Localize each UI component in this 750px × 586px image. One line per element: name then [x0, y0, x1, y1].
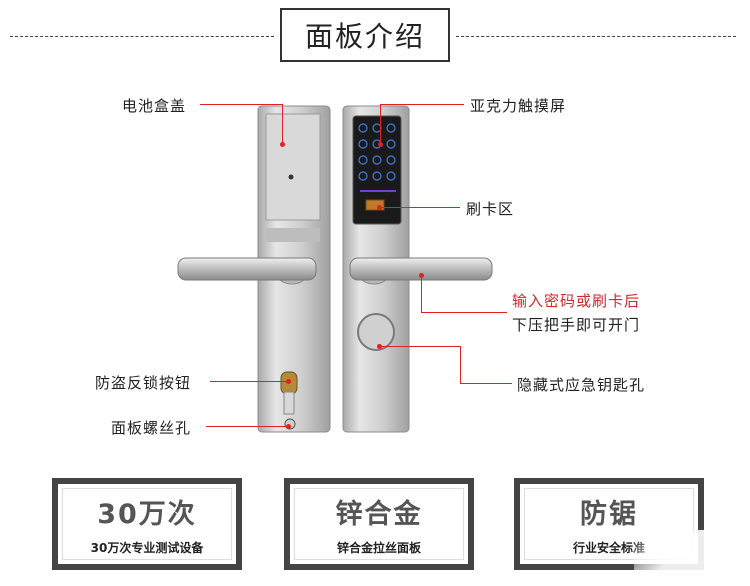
- pointer-touch-screen: [378, 142, 383, 147]
- callout-card-area: 刷卡区: [466, 200, 515, 218]
- feature-subtitle: 30万次专业测试设备: [90, 541, 204, 555]
- leader-key-hole-top: [380, 346, 460, 347]
- pointer-screw-hole: [286, 424, 291, 429]
- feature-title: 30万次: [97, 499, 197, 530]
- leader-anti-lock: [210, 381, 288, 382]
- pointer-battery-cover: [280, 142, 285, 147]
- feature-subtitle: 行业安全标准: [572, 541, 645, 555]
- watermark-fade: [634, 530, 704, 570]
- callout-touch-screen: 亚克力触摸屏: [470, 97, 567, 115]
- page-title: 面板介绍: [280, 8, 450, 62]
- leader-key-hole-v: [460, 346, 461, 383]
- callout-battery-cover: 电池盒盖: [122, 97, 187, 115]
- callout-hidden-key-hole: 隐藏式应急钥匙孔: [517, 376, 646, 394]
- pointer-anti-lock: [286, 379, 291, 384]
- key-hole-cover: [357, 313, 395, 351]
- leader-battery-cover-v: [282, 104, 283, 144]
- callout-unlock-line1: 输入密码或刷卡后: [512, 292, 641, 310]
- pointer-card-area: [377, 205, 382, 210]
- callout-panel-screw-hole: 面板螺丝孔: [111, 419, 192, 437]
- header-divider-left: [10, 36, 274, 37]
- leader-touch-screen-v: [380, 104, 381, 144]
- inner-panel: [177, 105, 331, 433]
- outer-panel: [342, 105, 493, 433]
- feature-card-durability: 30万次 30万次专业测试设备: [52, 478, 242, 570]
- leader-screw-hole: [206, 426, 288, 427]
- feature-title: 锌合金: [335, 499, 423, 530]
- keypad-shape: [352, 115, 402, 225]
- battery-cover-shape: [265, 113, 321, 221]
- leader-unlock-v: [421, 275, 422, 313]
- card-reader-shape: [365, 199, 385, 211]
- callout-unlock-line2: 下压把手即可开门: [512, 316, 641, 334]
- leader-card-area: [380, 207, 460, 208]
- pointer-key-hole: [377, 344, 382, 349]
- inner-handle: [177, 257, 317, 281]
- leader-unlock: [421, 312, 507, 313]
- leader-battery-cover: [200, 104, 282, 105]
- feature-title: 防锯: [580, 499, 638, 530]
- callout-anti-lock-button: 防盗反锁按钮: [95, 374, 192, 392]
- feature-subtitle: 锌合金拉丝面板: [336, 541, 421, 555]
- header-divider-right: [456, 36, 736, 37]
- feature-card-anti-saw: 防锯 行业安全标准: [514, 478, 704, 570]
- feature-card-material: 锌合金 锌合金拉丝面板: [284, 478, 474, 570]
- leader-touch-screen: [380, 104, 464, 105]
- pointer-unlock: [419, 273, 424, 278]
- leader-key-hole: [460, 383, 512, 384]
